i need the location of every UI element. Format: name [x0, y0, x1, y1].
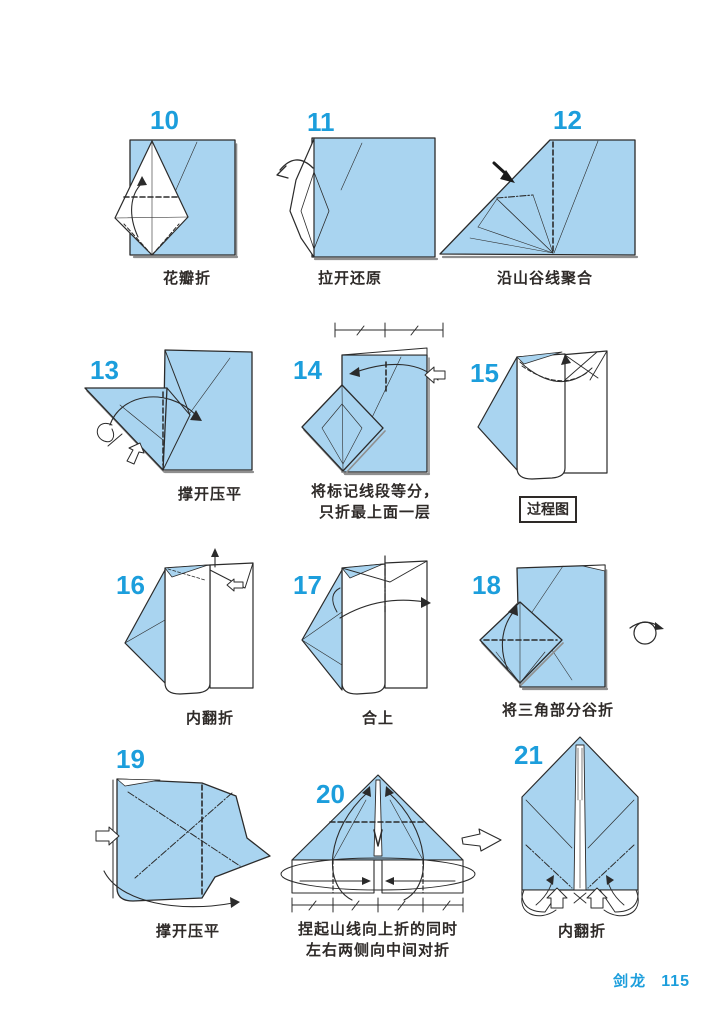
step-10-caption: 花瓣折	[162, 270, 211, 287]
step-12-number: 12	[553, 105, 582, 135]
page-footer: 剑龙 115	[560, 970, 690, 991]
step-18-number: 18	[472, 570, 501, 600]
hollow-arrow-icon	[546, 887, 568, 909]
step-10-diagram	[114, 139, 239, 259]
hollow-arrow-icon	[586, 887, 608, 909]
fold-arrow-icon	[131, 176, 147, 238]
measure-line	[291, 897, 464, 913]
push-arrow-icon	[492, 161, 515, 183]
fold-arrow-icon	[519, 354, 593, 382]
step-20-number: 20	[316, 779, 345, 809]
step-20-diagram	[280, 774, 476, 913]
step-19-number: 19	[116, 744, 145, 774]
step-12-diagram	[439, 139, 639, 259]
mountain-fold-line	[525, 844, 573, 889]
mountain-fold-line	[127, 791, 241, 867]
step-13-diagram	[84, 349, 255, 474]
mountain-fold-line	[587, 844, 635, 889]
mountain-fold-line	[496, 194, 534, 199]
hollow-arrow-icon	[226, 578, 244, 592]
step-14-caption-line1: 将标记线段等分，	[310, 483, 439, 500]
wrap-arrow-icon	[280, 857, 476, 891]
footer-page-number: 115	[661, 973, 690, 990]
step-12-caption: 沿山谷线聚合	[496, 270, 593, 287]
step-15-number: 15	[470, 358, 499, 388]
measure-line	[334, 322, 444, 338]
step-16-caption: 内翻折	[185, 710, 234, 727]
step-19-diagram	[95, 778, 271, 908]
rotate-icon	[629, 621, 664, 645]
step-13-number: 13	[90, 355, 119, 385]
step-16-number: 16	[116, 570, 145, 600]
step-20-caption-line1: 捏起山线向上折的同时	[297, 921, 458, 938]
next-step-arrow-icon	[461, 828, 502, 852]
footer-chapter-title: 剑龙	[613, 973, 648, 990]
step-16-diagram	[124, 548, 254, 695]
step-15-diagram	[477, 350, 608, 480]
hollow-arrow-icon	[126, 442, 145, 465]
step-21-number: 21	[514, 740, 543, 770]
step-11-diagram	[276, 137, 439, 261]
step-10-number: 10	[150, 105, 179, 135]
step-17-diagram	[301, 555, 431, 695]
fold-arrow-icon	[211, 548, 219, 568]
step-17-caption: 合上	[361, 710, 394, 727]
fold-arrow-icon	[103, 870, 240, 908]
step-18-diagram	[479, 564, 664, 691]
open-arrow-icon	[276, 159, 314, 179]
step-15-caption-box: 过程图	[519, 496, 577, 523]
step-14-number: 14	[293, 355, 322, 385]
fold-arrow-icon	[332, 587, 431, 619]
step-21-diagram	[461, 736, 639, 917]
fold-arrow-icon	[501, 603, 518, 671]
step-11-caption: 拉开还原	[317, 270, 382, 287]
step-19-caption: 撑开压平	[155, 923, 220, 940]
hollow-arrow-icon	[95, 826, 120, 846]
step-13-caption: 撑开压平	[177, 486, 242, 503]
fold-arrow-icon	[521, 875, 639, 917]
step-21-caption: 内翻折	[557, 923, 606, 940]
step-18-caption: 将三角部分谷折	[501, 702, 614, 719]
fold-arrow-icon	[299, 786, 456, 901]
fold-arrow-icon	[96, 396, 202, 443]
step-20-caption-line2: 左右两侧向中间对折	[305, 942, 450, 959]
step-17-number: 17	[293, 570, 322, 600]
step-11-number: 11	[307, 107, 335, 137]
step-14-caption-line2: 只折最上面一层	[318, 504, 431, 521]
step-14-diagram	[301, 322, 446, 476]
hollow-arrow-icon	[424, 366, 446, 384]
mountain-fold-line	[134, 792, 233, 879]
